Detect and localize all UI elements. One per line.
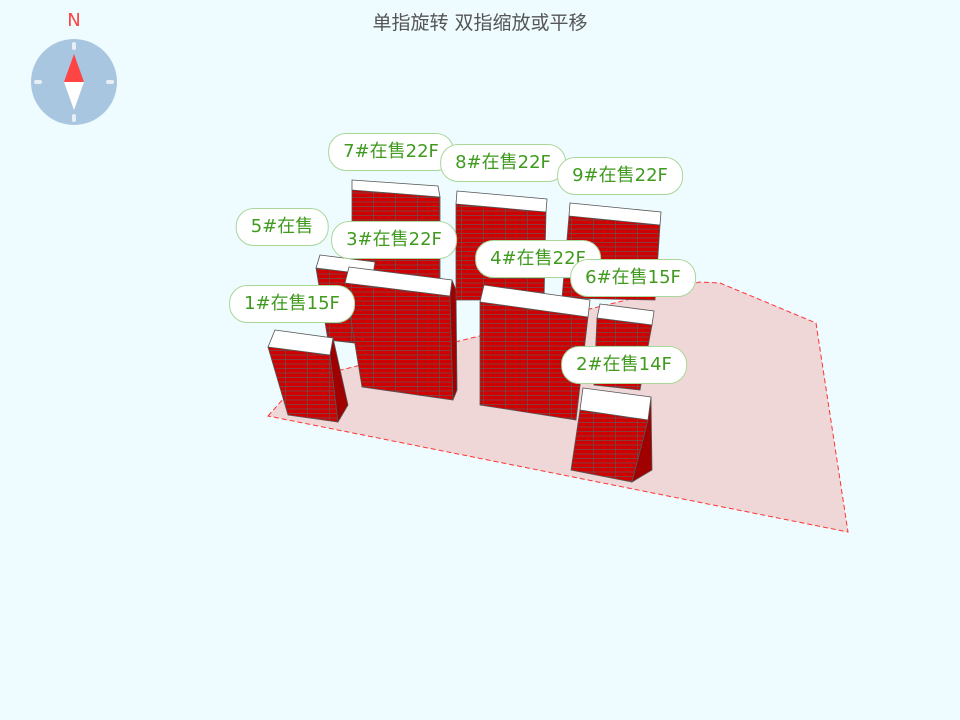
- building-4[interactable]: [479, 284, 591, 421]
- building-roof: [568, 202, 662, 226]
- building-label-1[interactable]: 1#在售15F: [229, 285, 355, 323]
- building-3[interactable]: [344, 266, 458, 401]
- building-label-6[interactable]: 6#在售15F: [570, 259, 696, 297]
- building-1[interactable]: [267, 329, 349, 424]
- compass-icon: [31, 39, 117, 125]
- building-label-2[interactable]: 2#在售14F: [561, 346, 687, 384]
- building-roof: [267, 329, 334, 356]
- building-roof: [344, 266, 453, 297]
- building-roof: [579, 387, 652, 421]
- building-label-8[interactable]: 8#在售22F: [440, 144, 566, 182]
- building-label-9[interactable]: 9#在售22F: [557, 157, 683, 195]
- building-2[interactable]: [570, 387, 653, 483]
- building-label-3[interactable]: 3#在售22F: [331, 221, 457, 259]
- compass[interactable]: N: [30, 10, 120, 130]
- building-roof: [351, 179, 441, 198]
- building-roof: [479, 284, 591, 318]
- north-label: N: [67, 10, 81, 31]
- building-label-5[interactable]: 5#在售: [235, 208, 329, 246]
- building-roof: [455, 190, 548, 213]
- building-facade: [344, 282, 454, 401]
- building-label-7[interactable]: 7#在售22F: [328, 133, 454, 171]
- building-roof: [596, 303, 655, 326]
- gesture-hint: 单指旋转 双指缩放或平移: [372, 12, 588, 34]
